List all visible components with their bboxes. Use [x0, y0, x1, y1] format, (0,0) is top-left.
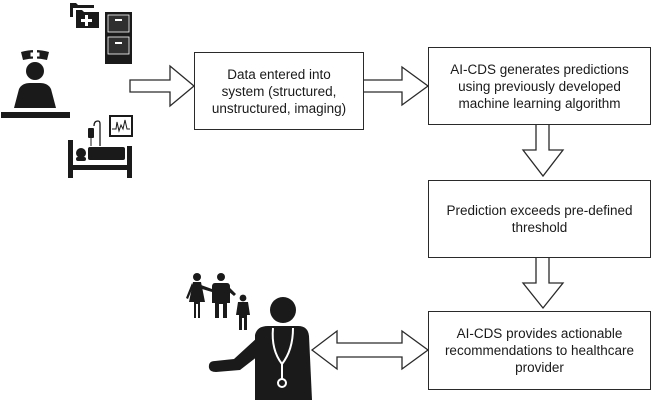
box-predictions: AI-CDS generates predictions using previ… [428, 47, 651, 125]
arrow-data-entry-to-predictions [362, 65, 430, 107]
box-data-entry-line: system (structured, [221, 83, 337, 99]
box-predictions-line: AI-CDS generates predictions [450, 61, 629, 77]
arrow-sources-to-data-entry [129, 64, 196, 108]
box-threshold: Prediction exceeds pre-defined threshold [428, 180, 651, 258]
family-icon [186, 273, 250, 330]
arrow-predictions-to-threshold [521, 123, 565, 178]
box-predictions-line: using previously developed [458, 78, 621, 94]
box-data-entry-line: unstructured, imaging) [211, 100, 347, 116]
arrow-provider-recommendations-bidirectional [310, 329, 430, 371]
box-data-entry: Data entered into system (structured, un… [194, 52, 364, 130]
box-data-entry-line: Data entered into [227, 66, 331, 82]
box-threshold-line: Prediction exceeds pre-defined [446, 203, 633, 218]
arrow-threshold-to-recommendations [521, 256, 565, 310]
medical-folder-icon [70, 3, 99, 28]
box-recommendations-line: AI-CDS provides actionable [456, 326, 623, 341]
box-recommendations-line: provider [515, 360, 564, 375]
nurse-at-desk-icon [1, 50, 70, 118]
hospital-bed-monitor-icon [68, 115, 133, 178]
filing-cabinet-icon [105, 12, 132, 64]
doctor-stethoscope-icon [208, 297, 312, 400]
box-predictions-line: machine learning algorithm [458, 95, 621, 111]
box-threshold-line: threshold [511, 220, 568, 235]
box-recommendations: AI-CDS provides actionable recommendatio… [428, 311, 651, 390]
box-recommendations-line: recommendations to healthcare [444, 343, 635, 358]
